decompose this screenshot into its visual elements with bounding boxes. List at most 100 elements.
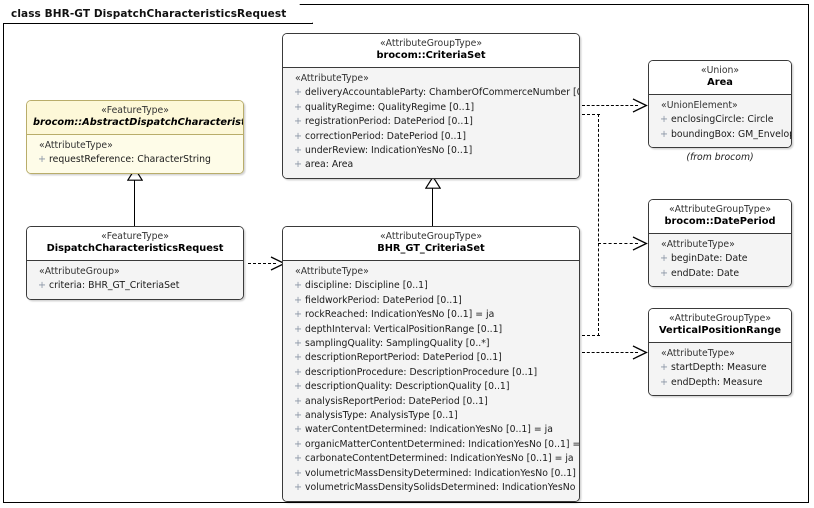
generalization-arrowhead-dispatch [127,168,143,181]
attribute-row: + area: Area [287,158,575,172]
dependency-line-to-verticalpositionrange [582,352,638,353]
attribute-row: + analysisType: AnalysisType [0..1] [287,409,575,423]
attribute-row: + discipline: Discipline [0..1] [287,279,575,293]
compartment-label: «AttributeType» [295,73,369,85]
class-header: «AttributeGroupType» BHR_GT_CriteriaSet [283,227,579,262]
attribute-visibility: + [293,453,303,465]
attribute-list: + discipline: Discipline [0..1] + fieldw… [287,279,579,495]
attribute-signature: underReview: IndicationYesNo [0..1] [305,145,473,157]
compartment-label: «AttributeType» [661,348,735,360]
class-dispatch-characteristics-request[interactable]: «FeatureType» DispatchCharacteristicsReq… [26,226,244,300]
attribute-signature: volumetricMassDensitySolidsDetermined: I… [305,482,579,494]
attribute-visibility: + [293,381,303,393]
class-body: «UnionElement» + enclosingCircle: Circle… [649,95,791,148]
attribute-visibility: + [293,130,303,142]
attribute-list: + enclosingCircle: Circle + boundingBox:… [653,113,791,142]
attribute-visibility: + [659,362,669,374]
compartment-label: «AttributeType» [39,140,113,152]
attribute-signature: analysisReportPeriod: DatePeriod [0..1] [305,395,488,407]
attribute-signature: registrationPeriod: DatePeriod [0..1] [305,116,473,128]
class-name: brocom::AbstractDispatchCharacteristicsR… [33,116,243,128]
attribute-row: + volumetricMassDensityDetermined: Indic… [287,467,579,481]
area-package-caption: (from brocom) [686,152,754,163]
attribute-row: + endDate: Date [653,267,787,281]
attribute-row: + descriptionReportPeriod: DatePeriod [0… [287,351,575,365]
class-header: «FeatureType» DispatchCharacteristicsReq… [27,227,243,262]
dependency-stub-bhrgt-bottom [582,335,600,336]
class-body: «AttributeGroup» + criteria: BHR_GT_Crit… [27,261,243,299]
attribute-visibility: + [659,376,669,388]
attribute-signature: area: Area [305,159,354,171]
diagram-frame [3,4,809,503]
attribute-row: + qualityRegime: QualityRegime [0..1] [287,101,575,115]
attribute-row: + underReview: IndicationYesNo [0..1] [287,144,575,158]
dependency-arrowhead-dateperiod [632,236,648,251]
class-body: «AttributeType» + beginDate: Date + endD… [649,234,791,287]
attribute-visibility: + [293,87,303,99]
attribute-list: + startDepth: Measure + endDepth: Measur… [653,361,787,390]
class-area-union[interactable]: «Union» Area «UnionElement» + enclosingC… [648,60,792,149]
attribute-row: + volumetricMassDensitySolidsDetermined:… [287,481,579,495]
class-header: «AttributeGroupType» brocom::CriteriaSet [283,34,579,69]
attribute-visibility: + [293,101,303,113]
attribute-list: + criteria: BHR_GT_CriteriaSet [31,279,239,293]
attribute-row: + deliveryAccountableParty: ChamberOfCom… [287,86,579,100]
attribute-signature: requestReference: CharacterString [49,154,211,166]
attribute-list: + beginDate: Date + endDate: Date [653,252,787,281]
class-body: «AttributeType» + deliveryAccountablePar… [283,68,579,178]
attribute-visibility: + [659,267,669,279]
class-header: «AttributeGroupType» VerticalPositionRan… [649,309,791,344]
class-name: brocom::CriteriaSet [376,49,486,61]
attribute-visibility: + [293,145,303,157]
attribute-row: + requestReference: CharacterString [31,153,239,167]
attribute-row: + startDepth: Measure [653,361,787,375]
attribute-visibility: + [293,395,303,407]
attribute-row: + depthInterval: VerticalPositionRange [… [287,323,575,337]
attribute-row: + boundingBox: GM_Envelope [653,128,791,142]
attribute-visibility: + [293,338,303,350]
attribute-visibility: + [293,366,303,378]
attribute-visibility: + [659,114,669,126]
attribute-visibility: + [293,352,303,364]
class-name: Area [707,76,733,88]
attribute-visibility: + [293,410,303,422]
attribute-signature: analysisType: AnalysisType [0..1] [305,410,458,422]
attribute-signature: waterContentDetermined: IndicationYesNo … [305,424,553,436]
attribute-visibility: + [293,438,303,450]
class-abstract-dispatch-characteristics-request[interactable]: «FeatureType» brocom::AbstractDispatchCh… [26,100,244,174]
attribute-signature: deliveryAccountableParty: ChamberOfComme… [305,87,580,99]
class-brocom-date-period[interactable]: «AttributeGroupType» brocom::DatePeriod … [648,199,792,288]
dependency-line-to-dateperiod [598,243,638,244]
attribute-visibility: + [293,424,303,436]
class-stereotype: «AttributeGroupType» [379,38,483,49]
compartment-label: «AttributeGroup» [39,266,120,278]
class-body: «AttributeType» + discipline: Discipline… [283,261,579,501]
attribute-signature: volumetricMassDensityDetermined: Indicat… [305,467,580,479]
attribute-signature: qualityRegime: QualityRegime [0..1] [305,101,475,113]
attribute-visibility: + [293,309,303,321]
attribute-visibility: + [659,253,669,265]
attribute-signature: boundingBox: GM_Envelope [671,128,792,140]
attribute-signature: descriptionQuality: DescriptionQuality [… [305,381,510,393]
attribute-visibility: + [293,159,303,171]
attribute-row: + descriptionProcedure: DescriptionProce… [287,366,575,380]
class-body: «AttributeType» + requestReference: Char… [27,135,243,173]
class-bhr-gt-criteria-set[interactable]: «AttributeGroupType» BHR_GT_CriteriaSet … [282,226,580,502]
class-stereotype: «FeatureType» [101,231,169,242]
attribute-row: + carbonateContentDetermined: Indication… [287,452,575,466]
attribute-row: + criteria: BHR_GT_CriteriaSet [31,279,239,293]
attribute-signature: depthInterval: VerticalPositionRange [0.… [305,323,503,335]
attribute-visibility: + [659,128,669,140]
class-stereotype: «Union» [700,65,740,76]
class-stereotype: «AttributeGroupType» [668,204,772,215]
class-name: DispatchCharacteristicsRequest [46,242,224,254]
attribute-row: + descriptionQuality: DescriptionQuality… [287,380,575,394]
class-brocom-criteria-set[interactable]: «AttributeGroupType» brocom::CriteriaSet… [282,33,580,179]
attribute-visibility: + [293,294,303,306]
compartment-label: «AttributeType» [661,239,735,251]
attribute-visibility: + [293,280,303,292]
attribute-row: + fieldworkPeriod: DatePeriod [0..1] [287,294,575,308]
attribute-signature: correctionPeriod: DatePeriod [0..1] [305,130,466,142]
attribute-row: + organicMatterContentDetermined: Indica… [287,438,579,452]
class-vertical-position-range[interactable]: «AttributeGroupType» VerticalPositionRan… [648,308,792,397]
